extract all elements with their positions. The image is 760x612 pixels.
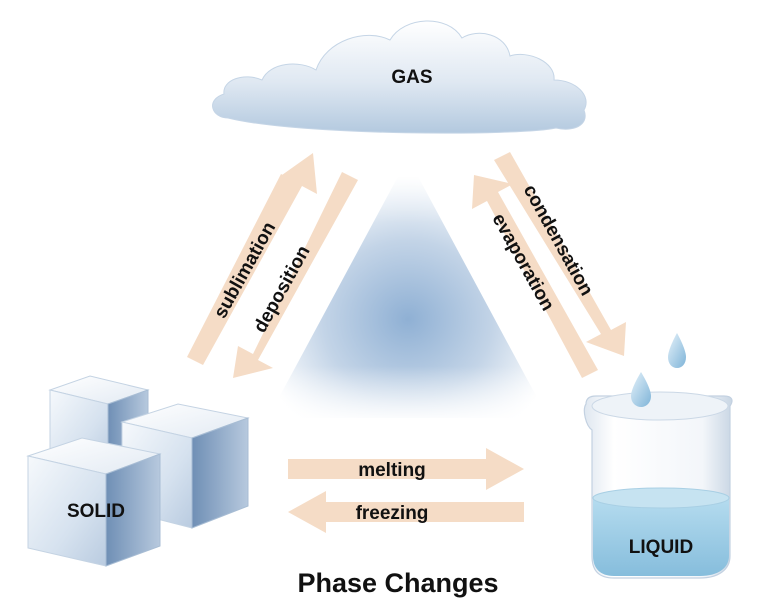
melting-label: melting	[358, 460, 426, 481]
freezing-arrow	[288, 491, 524, 533]
solid-label: SOLID	[67, 501, 125, 522]
liquid-label: LIQUID	[629, 537, 693, 558]
deposition-arrow	[233, 172, 358, 378]
freezing-label: freezing	[356, 503, 429, 524]
condensation-arrow	[494, 152, 626, 356]
melting-arrow	[288, 448, 524, 490]
liquid-beaker-icon	[583, 391, 733, 579]
gas-label: GAS	[391, 67, 432, 88]
central-triangle	[268, 158, 548, 418]
solid-ice-cubes-icon	[26, 375, 250, 567]
sublimation-arrow	[187, 153, 317, 365]
gas-cloud-icon	[212, 20, 587, 134]
diagram-title: Phase Changes	[297, 568, 498, 598]
evaporation-arrow	[472, 175, 598, 378]
water-drops-icon	[631, 333, 686, 407]
